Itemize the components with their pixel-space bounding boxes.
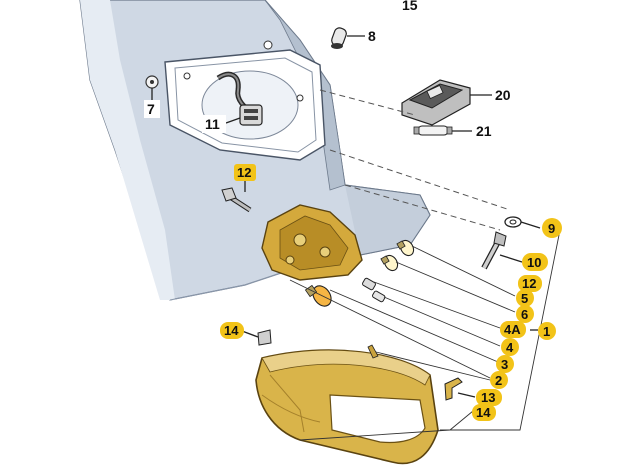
- highlight-badges: 12 9 10 12 5 6 4A 1 4 14 3 2: [220, 164, 562, 421]
- callout-7: 7: [144, 100, 160, 118]
- label-4: 4: [506, 340, 514, 355]
- label-5: 5: [521, 291, 528, 306]
- leader-lines: [225, 35, 561, 441]
- bulbs: [304, 239, 415, 307]
- body-clip: [145, 75, 159, 100]
- bolt-part: [221, 187, 252, 213]
- washer-part: [504, 216, 522, 228]
- tail-lamp: [255, 349, 439, 465]
- label-21: 21: [476, 123, 492, 139]
- license-plate-light: [401, 79, 471, 126]
- label-14-upper: 14: [224, 323, 239, 338]
- wiring-harness: [216, 71, 263, 126]
- label-9: 9: [548, 221, 555, 236]
- retaining-clip: [444, 377, 463, 401]
- bolt-part-10: [481, 231, 507, 270]
- label-12-right: 12: [522, 276, 536, 291]
- callout-labels: 15 8 20 21: [368, 0, 511, 139]
- lamp-tab: [367, 344, 379, 359]
- label-12-top: 12: [237, 165, 251, 180]
- label-15: 15: [402, 0, 418, 13]
- label-4a: 4A: [504, 322, 521, 337]
- label-1: 1: [543, 324, 550, 339]
- label-6: 6: [521, 307, 528, 322]
- label-7: 7: [147, 101, 155, 117]
- festoon-bulb: [413, 125, 453, 136]
- label-11: 11: [205, 116, 220, 132]
- pad-part: [257, 329, 272, 346]
- bulb-carrier: [261, 204, 363, 281]
- label-20: 20: [495, 87, 511, 103]
- label-8: 8: [368, 28, 376, 44]
- mounting-studs: [183, 40, 304, 102]
- plug-part: [331, 27, 347, 49]
- label-10: 10: [527, 255, 541, 270]
- label-14-lower: 14: [476, 405, 491, 420]
- label-2: 2: [495, 373, 502, 388]
- callout-11: 11: [202, 115, 226, 133]
- label-13: 13: [481, 390, 495, 405]
- label-3: 3: [501, 357, 508, 372]
